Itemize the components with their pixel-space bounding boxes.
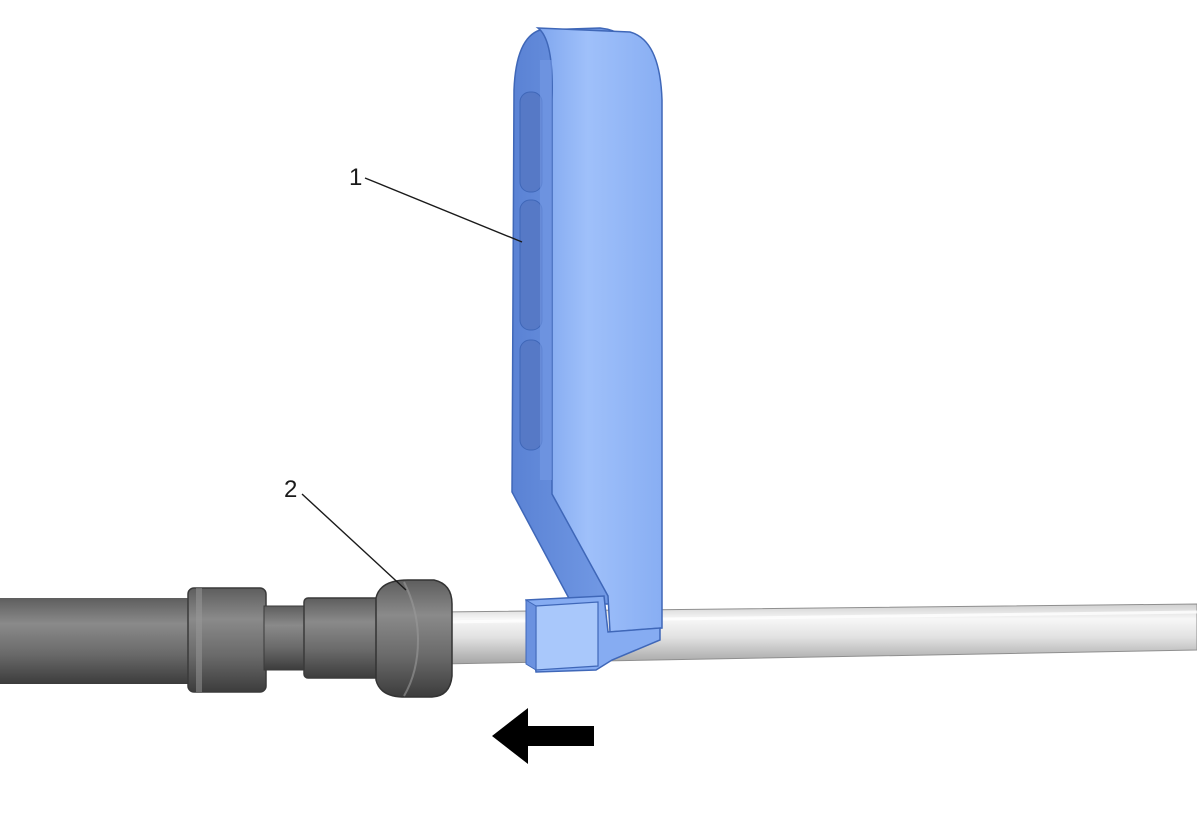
callout-2-leader — [301, 493, 407, 591]
disconnect-tool — [511, 27, 663, 673]
callout-1-label: 1 — [349, 164, 362, 191]
arrow-left-icon — [492, 708, 594, 764]
callout-1-leader — [364, 177, 523, 243]
hose-coupling — [0, 579, 453, 698]
callout-2-label: 2 — [284, 476, 297, 503]
